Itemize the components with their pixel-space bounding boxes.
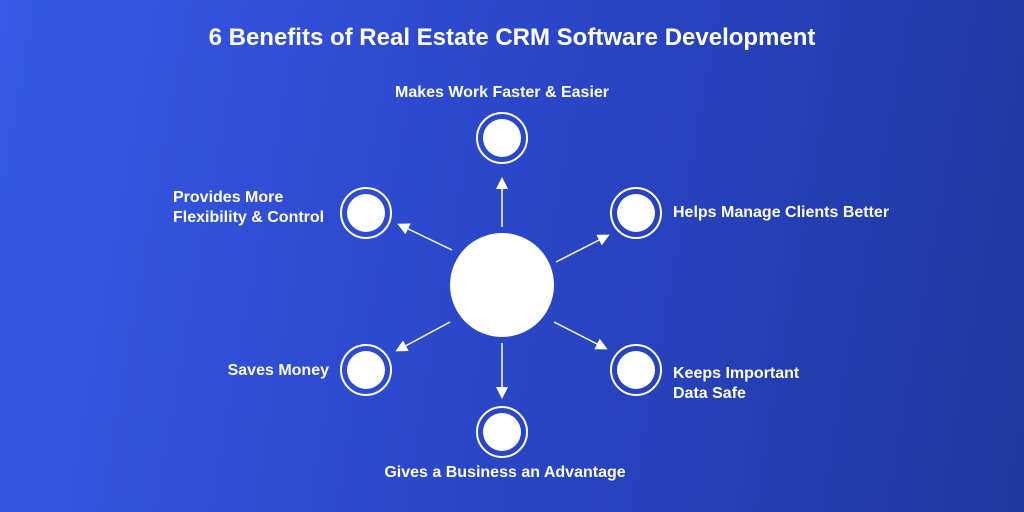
arrow-to-top-right xyxy=(555,234,610,263)
node-bottom xyxy=(476,406,528,458)
node-top-left xyxy=(340,187,392,239)
node-bottom-left xyxy=(340,344,392,396)
node-top-right xyxy=(610,187,662,239)
node-bottom-right xyxy=(610,344,662,396)
arrow-to-bottom-left xyxy=(395,321,451,352)
arrow-to-top-left xyxy=(397,223,453,251)
benefit-label-line1: Provides More xyxy=(173,189,284,206)
benefit-label: Helps Manage Clients Better xyxy=(673,204,890,221)
center-hub-circle xyxy=(450,233,554,337)
benefit-label-line2: Data Safe xyxy=(673,385,746,402)
benefit-label: Keeps Important Data Safe xyxy=(673,364,799,404)
diagram-title: 6 Benefits of Real Estate CRM Software D… xyxy=(208,24,816,51)
node-top xyxy=(476,112,528,164)
arrow-to-bottom-right xyxy=(553,321,608,350)
benefit-label: Saves Money xyxy=(227,362,329,379)
benefit-label: Provides More Flexibility & Control xyxy=(173,188,324,228)
benefit-label: Gives a Business an Advantage xyxy=(384,464,626,481)
benefit-label: Makes Work Faster & Easier xyxy=(394,84,610,101)
benefit-label-line1: Keeps Important xyxy=(673,365,800,382)
benefit-label-line2: Flexibility & Control xyxy=(173,209,325,226)
